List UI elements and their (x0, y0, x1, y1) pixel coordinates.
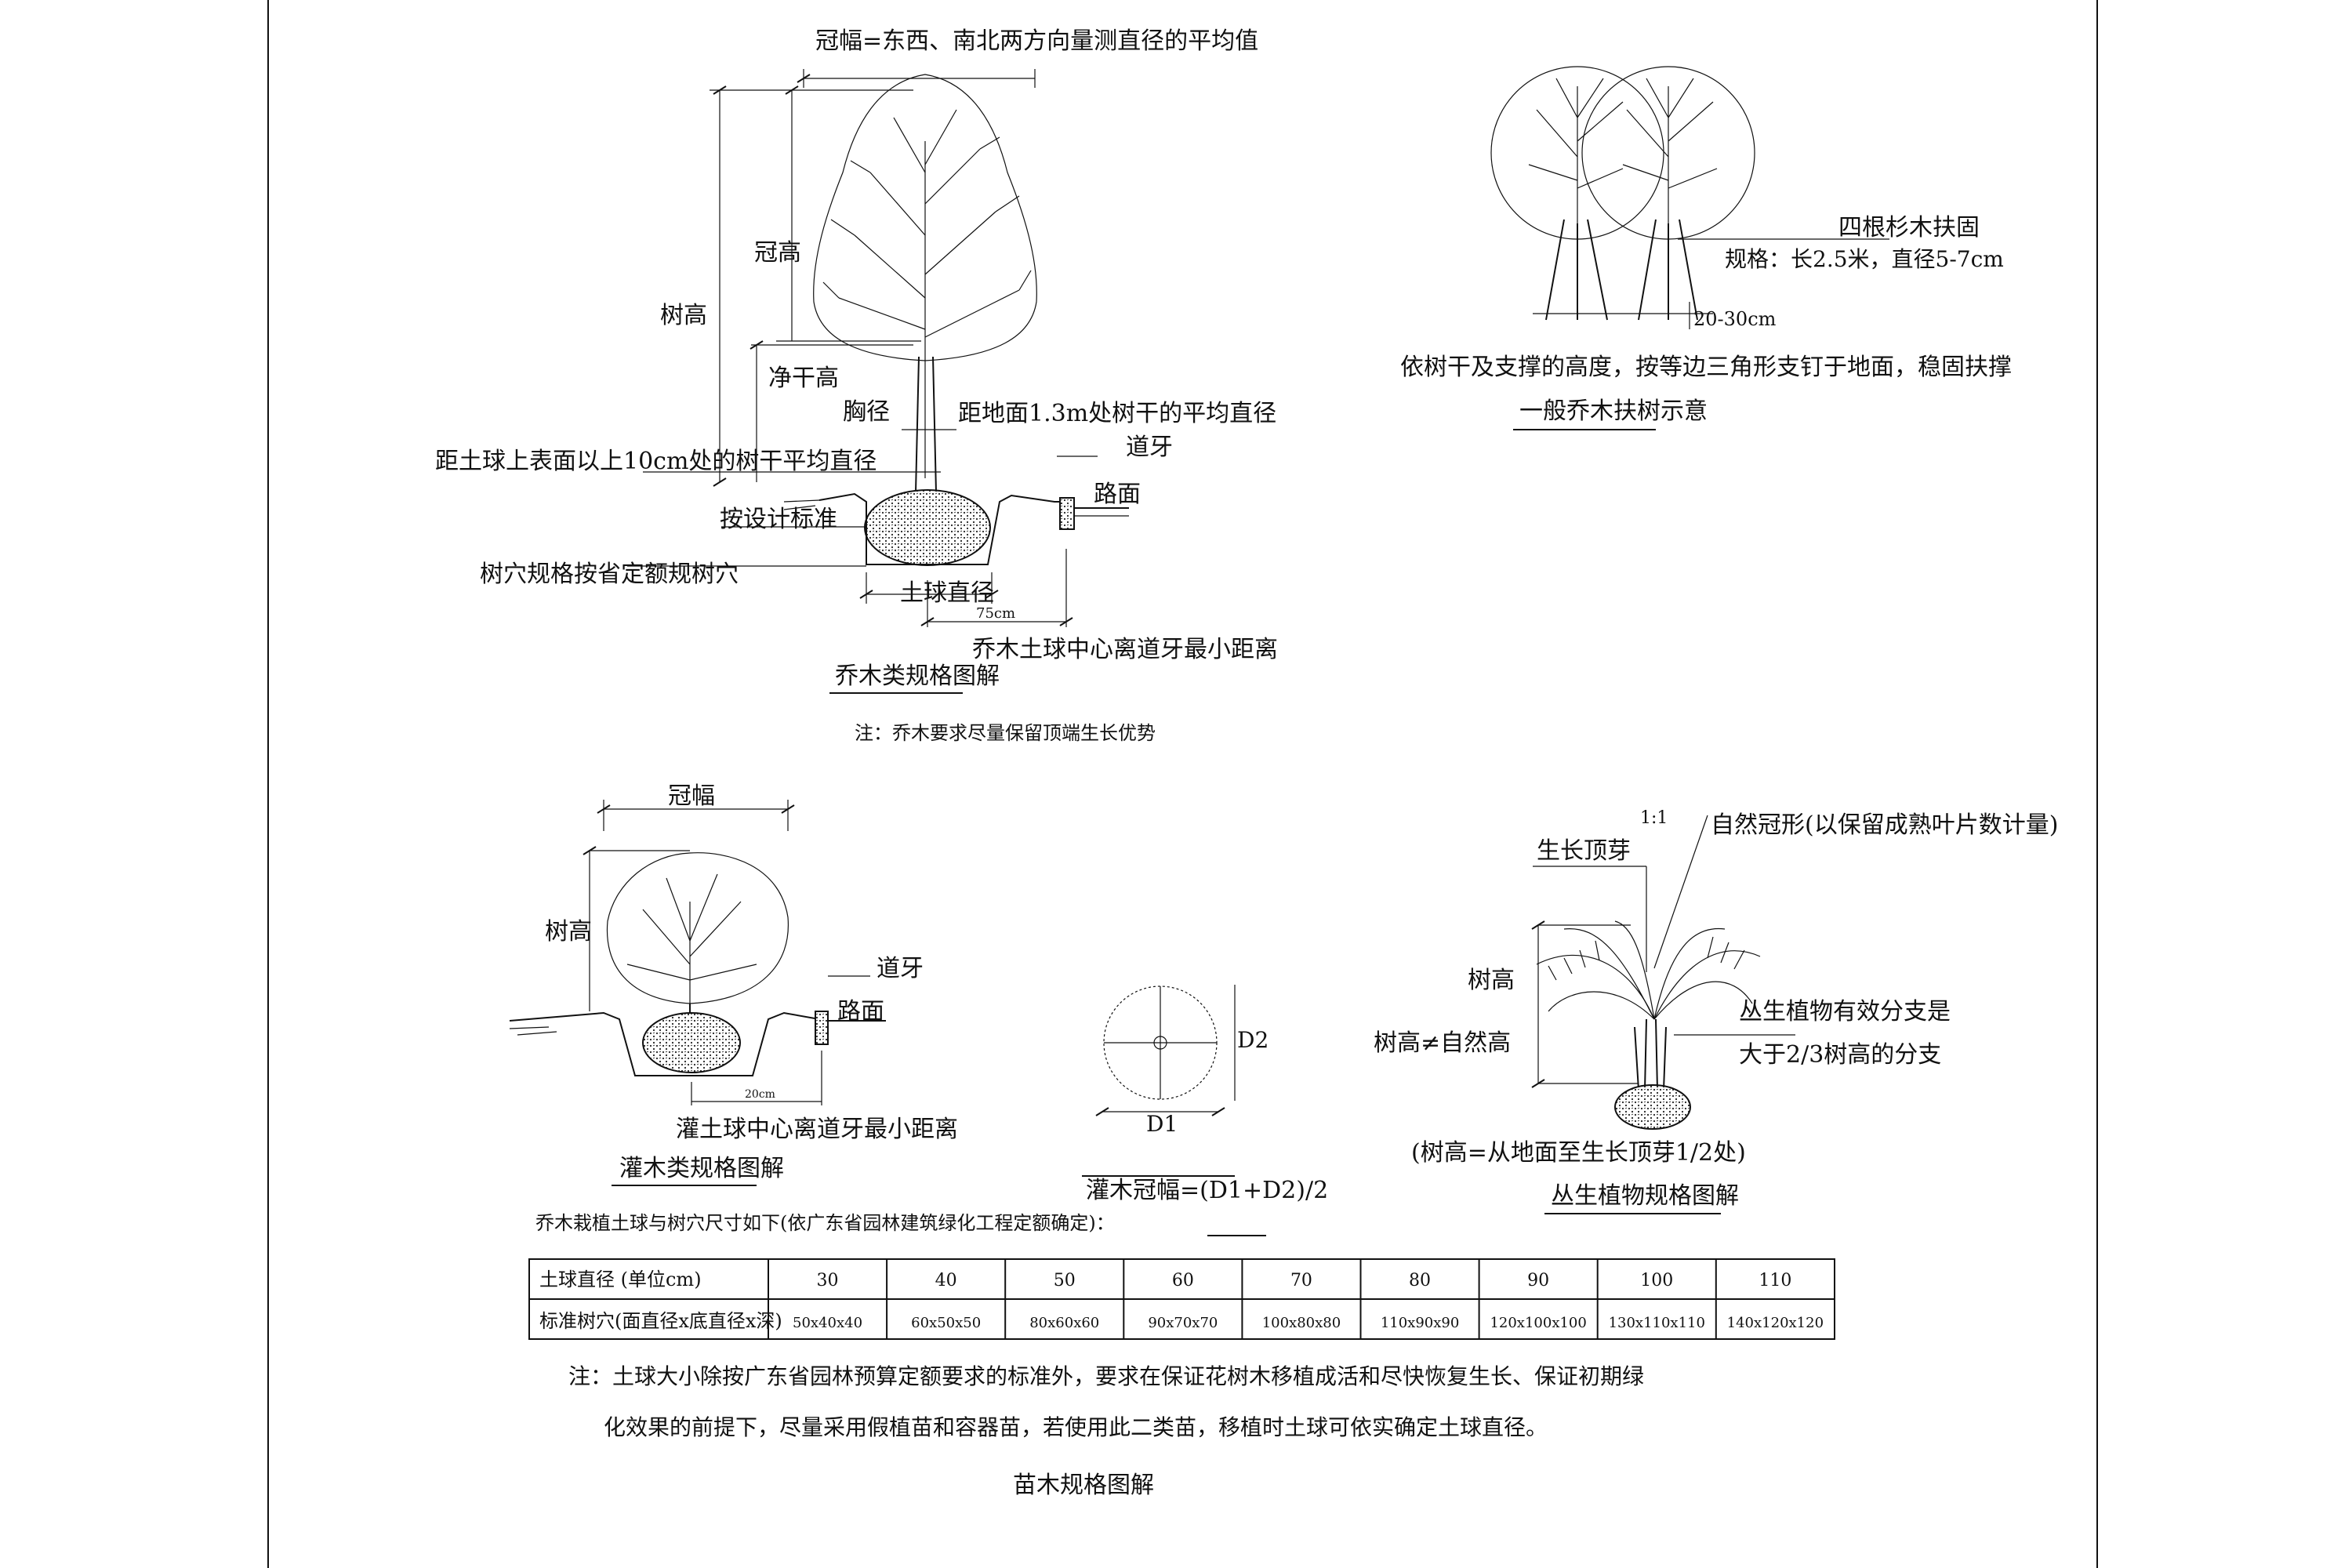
tree-note: 注：乔木要求尽量保留顶端生长优势 (855, 722, 1156, 744)
table-cell-pit-size: 90x70x70 (1148, 1315, 1218, 1331)
shrub-ground-hatch (509, 1026, 557, 1036)
table-cell-ball-size: 90 (1527, 1271, 1549, 1290)
staking-stakes-label: 四根杉木扶固 (1838, 214, 1980, 241)
table-column-dividers (768, 1259, 1717, 1339)
shrub-plan-d1-tick-right (1211, 1107, 1225, 1116)
palm-branch-def-line1: 丛生植物有效分支是 (1739, 998, 1951, 1025)
table-row1-label: 土球直径 (单位cm) (539, 1269, 702, 1290)
shrub-pit-outline (509, 1011, 820, 1076)
shrub-curb (815, 1011, 829, 1045)
table-cell-ball-size: 30 (817, 1271, 839, 1290)
tree-ball-diameter-label: 土球直径 (900, 579, 994, 607)
staking-title: 一般乔木扶树示意 (1519, 397, 1708, 425)
note-line-1: 注：土球大小除按广东省园林预算定额要求的标准外，要求在保证花树木移植成活和尽快恢… (568, 1363, 1644, 1389)
tree-road-label: 路面 (1094, 481, 1141, 508)
shrub-plan-d2-label: D2 (1237, 1027, 1269, 1053)
tree-dimension-ticks (713, 74, 1073, 626)
shrub-distance-value: 20cm (745, 1088, 775, 1101)
table-cell-ball-size: 80 (1409, 1271, 1431, 1290)
table-cell-pit-size: 80x60x60 (1029, 1315, 1099, 1331)
staked-tree-branches (1528, 78, 1718, 227)
tree-dbh-def-label: 距地面1.3m处树干的平均直径 (958, 400, 1276, 427)
shrub-spec-diagram: 冠幅 树高 道牙 路面 20cm 灌土球中心离道牙最小距离 灌木类规格图解 (509, 782, 958, 1186)
table-cell-pit-size: 50x40x40 (793, 1315, 862, 1331)
shrub-curb-label: 道牙 (877, 955, 924, 982)
palm-height-label: 树高 (1468, 967, 1515, 994)
tree-spec-diagram: 冠幅=东西、南北两方向量测直径的平均值 冠高 树高 净干高 胸径 距地面1.3m… (435, 27, 1278, 744)
tree-per-design-label: 按设计标准 (720, 506, 837, 533)
shrub-crown-formula: 灌木冠幅=(D1+D2)/2 (1086, 1177, 1328, 1204)
shrub-dimension-lines (589, 800, 870, 1105)
tree-trunk-right (932, 356, 937, 493)
staking-depth-label: 20-30cm (1693, 308, 1777, 330)
tree-curb-label: 道牙 (1126, 434, 1173, 461)
tree-dimension-lines (627, 69, 1129, 627)
palm-dimension-lines (1537, 815, 1795, 1084)
palm-dimension-ticks (1531, 920, 1545, 1088)
table-cell-pit-size: 60x50x50 (911, 1315, 981, 1331)
tree-ground-left (783, 499, 820, 510)
shrub-plan-d1-label: D1 (1146, 1111, 1178, 1137)
shrub-plan-d1-tick-left (1095, 1107, 1109, 1116)
palm-fronds (1536, 920, 1761, 1020)
tree-height-label: 树高 (660, 302, 707, 329)
staking-spec-label: 规格：长2.5米，直径5-7cm (1725, 246, 2004, 272)
palm-not-equal-label: 树高≠自然高 (1374, 1029, 1511, 1057)
tree-crown-height-label: 冠高 (754, 239, 801, 267)
tree-root-ball (864, 489, 991, 566)
tree-branches (822, 109, 1032, 478)
table-cell-ball-size: 50 (1054, 1271, 1076, 1290)
tree-pit-spec-label: 树穴规格按省定额规树穴 (480, 561, 739, 588)
shrub-root-ball (642, 1012, 741, 1073)
staking-diagram: 四根杉木扶固 规格：长2.5米，直径5-7cm 20-30cm 依树干及支撑的高… (1400, 66, 2012, 430)
table-cell-pit-size: 140x120x120 (1727, 1315, 1824, 1331)
table-cell-pit-size: 110x90x90 (1381, 1315, 1459, 1331)
shrub-plan-diagram: D1 D2 灌木冠幅=(D1+D2)/2 (1082, 985, 1328, 1204)
table-cell-pit-size: 100x80x80 (1262, 1315, 1341, 1331)
tree-pit-outline (818, 492, 1066, 565)
tree-trunk-left (915, 356, 920, 493)
sheet-title: 苗木规格图解 (1013, 1472, 1154, 1499)
table-cell-ball-size: 100 (1640, 1271, 1673, 1290)
shrub-crown-width-label: 冠幅 (668, 782, 715, 810)
table-cell-pit-size: 120x100x100 (1490, 1315, 1586, 1331)
shrub-diagram-title: 灌木类规格图解 (619, 1155, 784, 1182)
tree-caliper-def-label: 距土球上表面以上10cm处的树干平均直径 (435, 448, 877, 475)
table-caption: 乔木栽植土球与树穴尺寸如下(依广东省园林建筑绿化工程定额确定)： (535, 1212, 1115, 1234)
staking-poles (1545, 219, 1698, 321)
table-cell-ball-size: 60 (1172, 1271, 1194, 1290)
tree-distance-value: 75cm (976, 605, 1015, 622)
palm-diagram-title: 丛生植物规格图解 (1551, 1182, 1739, 1210)
palm-height-def: (树高=从地面至生长顶芽1/2处) (1411, 1139, 1746, 1167)
table-cell-ball-size: 40 (935, 1271, 957, 1290)
shrub-height-label: 树高 (545, 918, 592, 946)
table-cell-ball-size: 70 (1290, 1271, 1312, 1290)
shrub-min-distance-label: 灌土球中心离道牙最小距离 (676, 1116, 958, 1143)
tree-curb (1059, 497, 1075, 530)
shrub-crown (606, 852, 789, 1004)
palm-branch-def-line2: 大于2/3树高的分支 (1739, 1041, 1941, 1069)
palm-ratio-label: 1:1 (1640, 808, 1668, 828)
palm-root-ball (1614, 1084, 1691, 1130)
palm-growth-bud-label: 生长顶芽 (1537, 837, 1631, 865)
table-row2-label: 标准树穴(面直径x底直径x深) (539, 1310, 782, 1332)
shrub-dimension-ticks (583, 804, 795, 855)
table-cell-pit-size: 130x110x110 (1609, 1315, 1705, 1331)
table-cells: 30 50x40x40 40 60x50x50 50 80x60x60 60 90x70x70… (793, 1271, 1824, 1331)
palm-spec-diagram: 1:1 自然冠形(以保留成熟叶片数计量) 生长顶芽 树高 树高≠自然高 丛生植物… (1374, 808, 2058, 1214)
tree-crown-width-label: 冠幅=东西、南北两方向量测直径的平均值 (815, 27, 1258, 55)
rootball-pit-table: 乔木栽植土球与树穴尺寸如下(依广东省园林建筑绿化工程定额确定)： 土球直径 (单… (528, 1212, 1835, 1340)
shrub-branches (626, 873, 757, 1011)
tree-dbh-label: 胸径 (843, 398, 890, 426)
table-cell-ball-size: 110 (1759, 1271, 1791, 1290)
palm-stems (1634, 1018, 1667, 1091)
tree-diagram-title: 乔木类规格图解 (835, 662, 1000, 690)
shrub-road-label: 路面 (837, 998, 884, 1025)
note-line-2: 化效果的前提下，尽量采用假植苗和容器苗，若使用此二类苗，移植时土球可依实确定土球… (604, 1414, 1548, 1440)
tree-clear-trunk-label: 净干高 (768, 365, 839, 392)
staking-description: 依树干及支撑的高度，按等边三角形支钉于地面，稳固扶撑 (1400, 354, 2012, 381)
palm-natural-crown-label: 自然冠形(以保留成熟叶片数计量) (1711, 811, 2058, 839)
tree-min-distance-label: 乔木土球中心离道牙最小距离 (972, 636, 1278, 663)
